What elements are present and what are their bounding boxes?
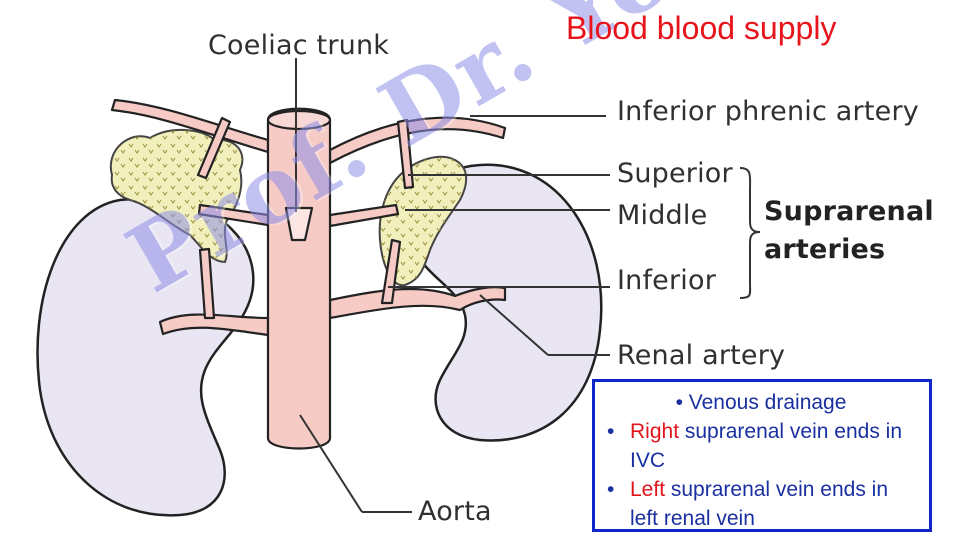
arteries <box>110 98 507 450</box>
label-inferior: Inferior <box>617 265 717 296</box>
note-list: • Right suprarenal vein ends in IVC • Left… <box>601 417 921 533</box>
left-renal-artery <box>328 286 507 320</box>
label-renal-artery: Renal artery <box>617 340 786 371</box>
label-inferior-phrenic-artery: Inferior phrenic artery <box>617 96 919 127</box>
label-middle: Middle <box>617 200 708 231</box>
note-text: suprarenal vein ends in IVC <box>630 420 903 472</box>
bullet: • <box>607 478 615 501</box>
label-aorta: Aorta <box>418 496 492 527</box>
label-arteries: arteries <box>764 234 886 265</box>
note-highlight: Right <box>630 420 680 443</box>
note-text: suprarenal vein ends in left renal vein <box>630 478 889 530</box>
label-superior: Superior <box>617 158 733 189</box>
label-coeliac-trunk: Coeliac trunk <box>208 30 390 61</box>
slide-title: Blood blood supply <box>566 10 837 46</box>
bullet: • <box>675 391 683 414</box>
note-highlight: Left <box>630 478 666 501</box>
note-heading-text: Venous drainage <box>688 391 847 414</box>
list-item: • Left suprarenal vein ends in left renal… <box>601 475 921 533</box>
label-suprarenal: Suprarenal <box>764 196 934 227</box>
list-item: • Right suprarenal vein ends in IVC <box>601 417 921 475</box>
right-kidney <box>36 197 255 517</box>
left-inferior-phrenic-artery <box>328 116 507 165</box>
left-suprarenal-gland <box>378 155 468 287</box>
right-renal-artery <box>158 313 270 337</box>
aorta <box>266 107 332 450</box>
venous-drainage-note: • Venous drainage • Right suprarenal vein… <box>592 379 932 532</box>
leader-lines <box>295 58 761 513</box>
note-heading: • Venous drainage <box>601 388 921 417</box>
right-inferior-phrenic-artery <box>110 98 270 154</box>
bullet: • <box>607 420 615 443</box>
coeliac-trunk <box>284 206 314 242</box>
